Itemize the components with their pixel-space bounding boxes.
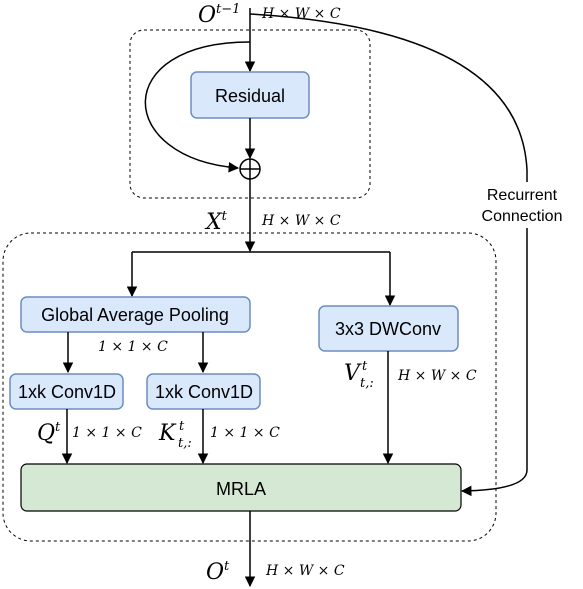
- q-dims: 1 × 1 × C: [72, 425, 142, 441]
- add-icon: [239, 158, 261, 180]
- recurrent-connection: [249, 13, 528, 497]
- gap-dims: 1 × 1 × C: [98, 339, 168, 355]
- gap-label: Global Average Pooling: [41, 305, 229, 325]
- input-dims: H × W × C: [261, 6, 341, 22]
- x-var: Xt: [204, 209, 228, 235]
- k-sup: t: [179, 419, 185, 434]
- recurrent-label-2: Connection: [482, 208, 563, 225]
- conv-q-label: 1xk Conv1D: [18, 382, 116, 402]
- v-var: V: [344, 361, 362, 386]
- output-dims: H × W × C: [265, 563, 345, 579]
- residual-label: Residual: [215, 86, 285, 106]
- k-sub: t,:: [178, 436, 192, 451]
- input-var: Ot−1: [198, 2, 240, 28]
- v-sub: t,:: [360, 376, 374, 391]
- recurrent-label-bg: [474, 182, 574, 228]
- v-sup: t: [362, 359, 368, 374]
- recurrent-label-1: Recurrent: [487, 187, 558, 204]
- k-var: K: [158, 421, 177, 446]
- residual-skip-curve: [144, 41, 251, 173]
- q-var: Qt: [37, 420, 61, 446]
- k-dims: 1 × 1 × C: [210, 425, 280, 441]
- mrla-box: [20, 463, 462, 512]
- output-var: Ot: [206, 559, 230, 585]
- x-dims: H × W × C: [261, 213, 341, 229]
- gap-box: [20, 296, 251, 333]
- conv-k-label: 1xk Conv1D: [155, 382, 253, 402]
- v-dims: H × W × C: [397, 368, 477, 384]
- mrla-label: MRLA: [216, 479, 266, 499]
- dwconv-label: 3x3 DWConv: [335, 319, 441, 339]
